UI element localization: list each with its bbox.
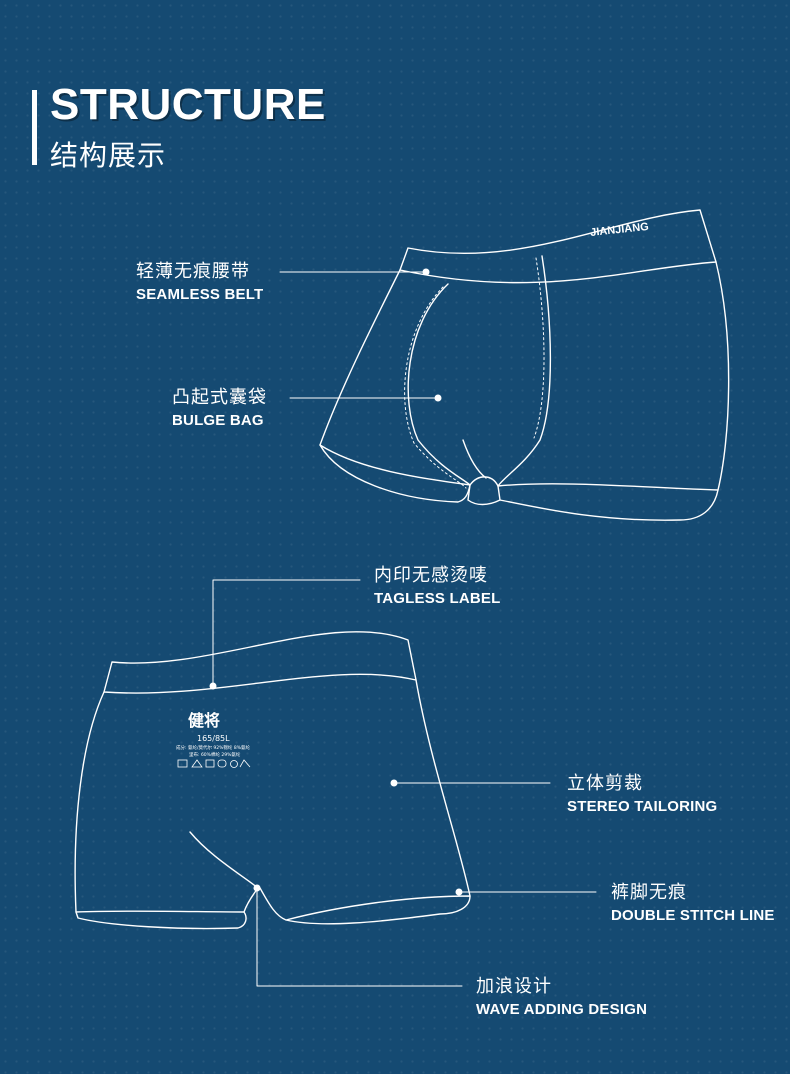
callout-cn: 内印无感烫唛 — [374, 565, 488, 586]
tag-size: 165/85L — [197, 734, 230, 743]
back-right-side — [415, 679, 471, 897]
tag-line-1: 成分: 氨纶/莫代尔 92%锦纶 8%氨纶 — [176, 744, 250, 751]
callout-cn: 凸起式囊袋 — [172, 387, 267, 408]
callout-tagless-label: 内印无感烫唛 TAGLESS LABEL — [374, 565, 501, 607]
waistband-brand-text: JIANJIANG — [590, 221, 650, 239]
callout-cn: 立体剪裁 — [567, 773, 643, 794]
callout-en: SEAMLESS BELT — [136, 286, 264, 303]
callout-cn: 轻薄无痕腰带 — [136, 261, 250, 282]
front-waistband — [399, 209, 717, 284]
front-pouch — [407, 283, 471, 486]
callout-en: WAVE ADDING DESIGN — [476, 1001, 648, 1018]
callout-en: BULGE BAG — [172, 412, 264, 429]
front-right-side — [715, 261, 730, 491]
back-view-briefs — [74, 631, 471, 930]
front-left-side — [319, 269, 401, 446]
front-view-briefs — [319, 209, 730, 521]
back-seat-seam — [189, 831, 259, 913]
callout-en: DOUBLE STITCH LINE — [611, 907, 775, 924]
tag-line-2: 里布: 60%棉纶 29%氨纶 — [189, 751, 241, 758]
back-right-leg — [259, 887, 471, 925]
back-waistband — [103, 631, 417, 694]
title-accent-bar — [32, 90, 37, 165]
leader-dots — [209, 268, 463, 896]
page-subtitle: 结构展示 — [50, 139, 167, 172]
callout-bulge-bag: 凸起式囊袋 BULGE BAG — [172, 387, 267, 429]
callout-wave-adding-design: 加浪设计 WAVE ADDING DESIGN — [476, 976, 648, 1018]
leader-lines — [212, 271, 597, 987]
back-left-side — [74, 691, 105, 913]
callout-seamless-belt: 轻薄无痕腰带 SEAMLESS BELT — [136, 261, 264, 303]
printed-tag: 健将 165/85L 成分: 氨纶/莫代尔 92%锦纶 8%氨纶 里布: 60%… — [176, 711, 250, 768]
callout-cn: 加浪设计 — [476, 976, 552, 997]
callout-en: TAGLESS LABEL — [374, 590, 501, 607]
page-title: STRUCTURE — [50, 80, 326, 129]
care-icons — [177, 759, 251, 768]
front-crotch — [467, 476, 501, 506]
callout-en: STEREO TAILORING — [567, 798, 718, 815]
callout-stereo-tailoring: 立体剪裁 STEREO TAILORING — [567, 773, 718, 815]
callout-double-stitch-line: 裤脚无痕 DOUBLE STITCH LINE — [611, 882, 775, 924]
front-left-leg — [319, 444, 471, 503]
back-left-leg — [75, 910, 247, 930]
front-right-leg — [497, 483, 719, 521]
tag-brand: 健将 — [188, 711, 220, 730]
callout-cn: 裤脚无痕 — [611, 882, 687, 903]
